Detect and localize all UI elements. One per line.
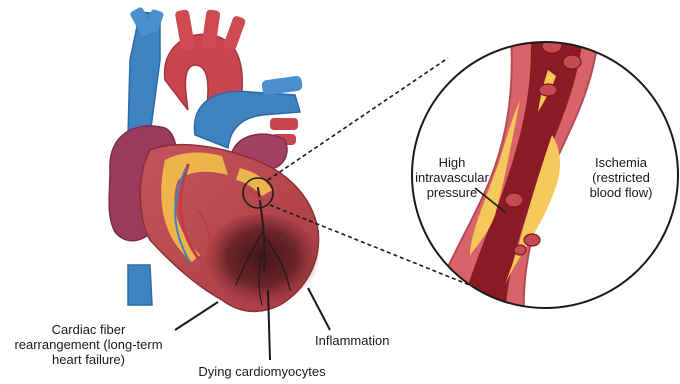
infarct-region [204,214,320,310]
inflammation-label: Inflammation [315,333,415,348]
cardiac-fiber-pointer [175,302,218,330]
heart [109,6,320,311]
cardiac-fiber-label: Cardiac fiber rearrangement (long-term h… [6,322,171,367]
inferior-vena-cava [128,265,152,305]
inflammation-pointer [308,288,330,330]
aorta-branch-3 [223,15,247,51]
pulmonary-vein-upper [270,118,298,130]
ischemia-label: Ischemia (restricted blood flow) [575,155,667,200]
pulmonary-branch [261,75,303,95]
dying-cardiomyocytes-label: Dying cardiomyocytes [182,364,342,379]
high-pressure-label: High intravascular pressure [408,155,496,200]
